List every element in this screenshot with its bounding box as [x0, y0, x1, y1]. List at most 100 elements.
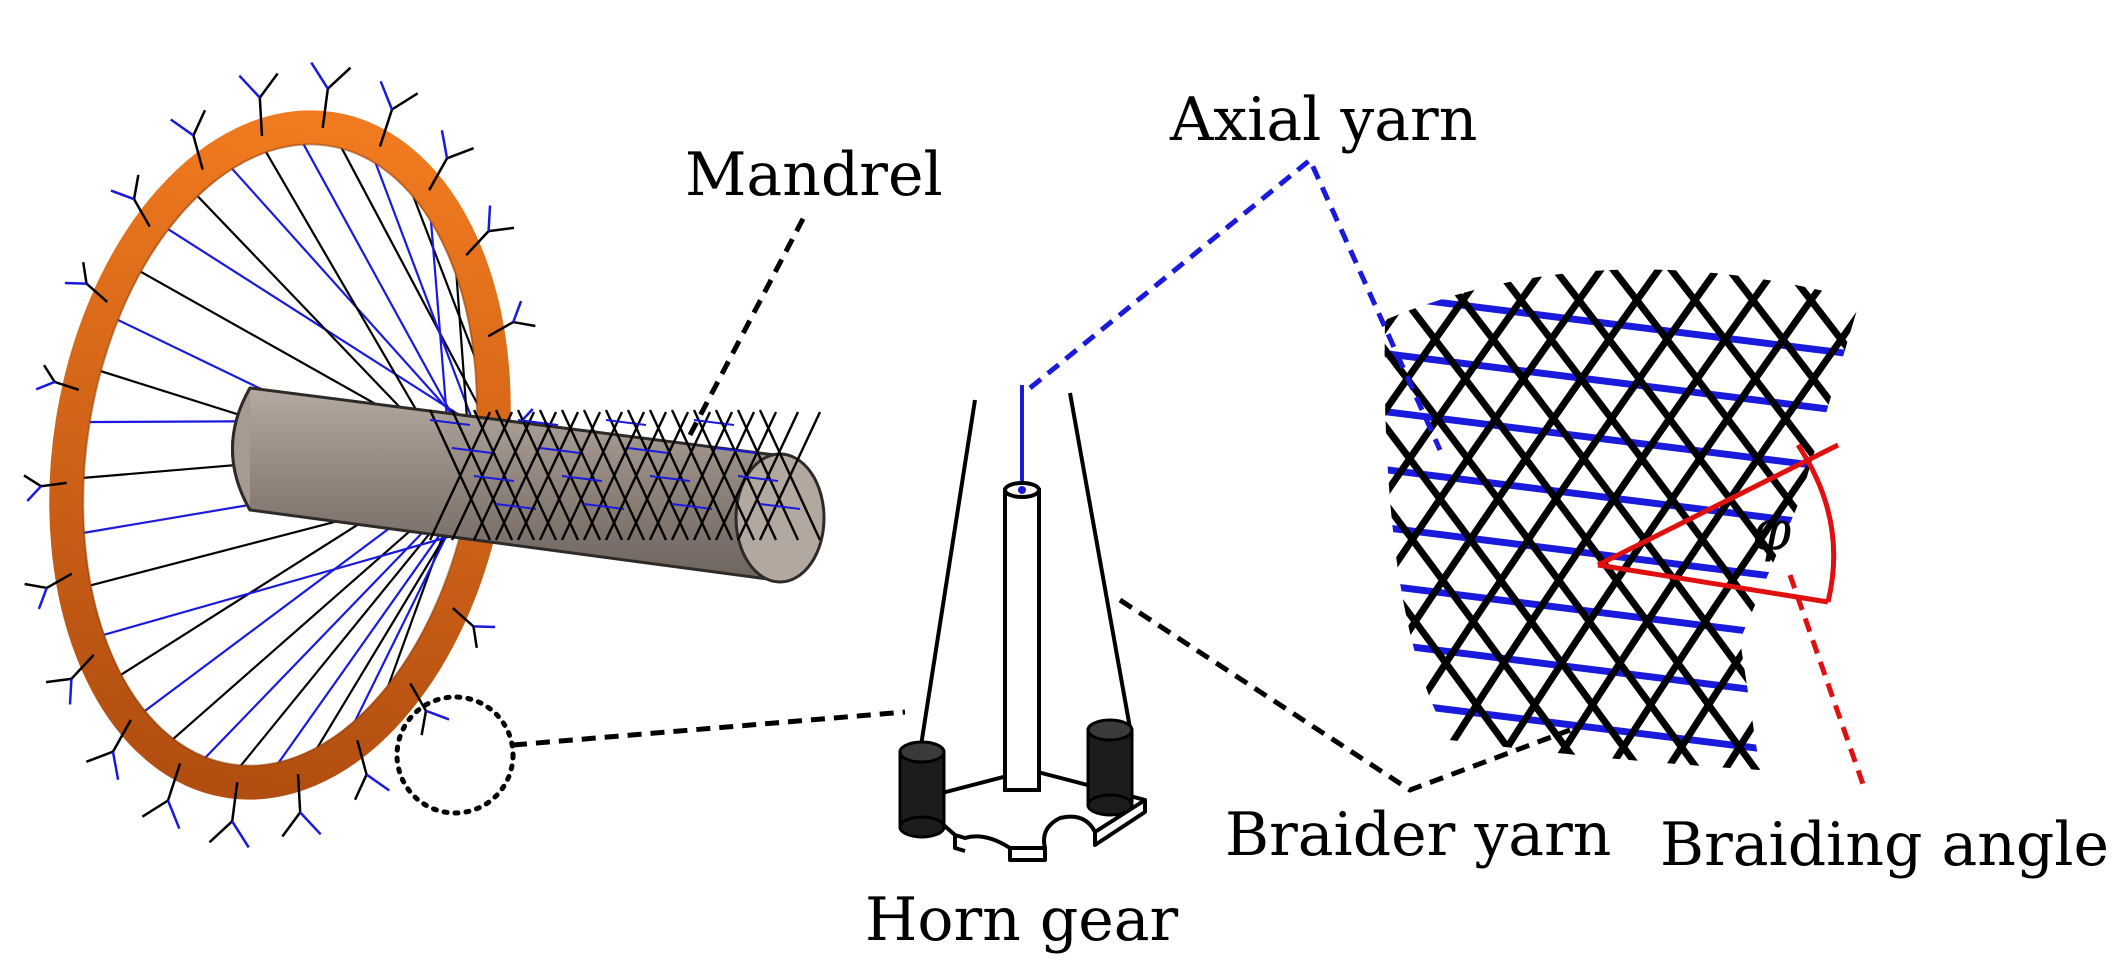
braider-yarn-strand — [1938, 240, 2113, 800]
axial-yarn-label: Axial yarn — [1169, 85, 1477, 155]
horn-gear-plate-side — [953, 800, 1147, 862]
braider-yarn-strand — [1471, 269, 1857, 770]
yarn-carrier-icon — [353, 740, 390, 801]
yarn-carrier-icon — [64, 262, 109, 303]
yarn-carrier-icon — [281, 774, 322, 838]
braider-yarn-strand — [1529, 269, 1860, 770]
mandrel-leader — [687, 213, 808, 437]
braider-yarn-strand — [1938, 240, 2113, 800]
axial-yarn-strand — [759, 503, 801, 510]
braid-strand — [758, 411, 822, 541]
axial-yarn-strand — [427, 189, 452, 457]
axial-yarn-strand — [192, 503, 451, 772]
axial-yarn-strand — [517, 419, 559, 426]
braiding-angle-marker — [1596, 442, 1840, 605]
axial-yarn-strand — [451, 447, 493, 454]
braider-yarn-strand — [1703, 269, 1860, 770]
yarn-carrier-icon — [451, 607, 496, 648]
braid-strand — [670, 411, 734, 541]
yarn-carrier-icon — [85, 719, 132, 780]
braider-yarn-strand — [1587, 269, 1860, 770]
braider-yarn-strand — [1384, 269, 1451, 770]
yarn-carrier-icon — [378, 80, 419, 147]
axial-yarn-strand — [583, 503, 625, 510]
braid-strand — [560, 411, 624, 541]
braider-yarn-strand — [1761, 269, 1860, 770]
axial-yarn-strand — [539, 447, 581, 454]
horn-gear-detail — [898, 385, 1147, 862]
braid-strand — [604, 411, 668, 541]
braider-yarn-strand — [1819, 269, 1860, 770]
braider-yarn-strand — [1996, 240, 2113, 800]
yarn-carrier-icon — [141, 763, 182, 830]
braid-strand — [736, 411, 800, 541]
yarn-carrier-icon — [428, 130, 475, 191]
braider-yarn-strand — [1384, 269, 1549, 770]
yarn-carrier-left — [898, 740, 946, 839]
yarn-carrier-icon — [45, 654, 95, 705]
braid-strand — [428, 411, 492, 541]
braid-strand — [648, 411, 712, 541]
braider-yarn-strand — [1880, 240, 2113, 800]
braid-strand — [472, 411, 536, 541]
axial-yarn-strand — [293, 127, 469, 445]
braider-yarn-strand — [1819, 269, 1860, 770]
braider-yarn-strand — [1384, 269, 1723, 770]
detail-circle — [394, 694, 516, 816]
braid-strand — [494, 411, 558, 541]
braiding-machine — [23, 61, 826, 849]
braider-yarn-strand — [1529, 269, 1860, 770]
braider-yarn-strand — [330, 128, 487, 421]
braider-yarn-strand — [1587, 269, 1860, 770]
axial-yarn-strand — [153, 219, 487, 433]
braid-strand — [516, 411, 580, 541]
braider-yarn-strand — [1384, 269, 1741, 770]
braider-yarn-leader — [1118, 597, 1571, 793]
yarn-carrier-icon — [110, 174, 151, 228]
braider-yarn-strand — [1384, 269, 1393, 770]
yarn-carrier-icon — [24, 572, 73, 610]
mandrel-braid — [428, 409, 822, 541]
yarn-carrier-icon — [23, 474, 67, 502]
yarn-carrier-icon — [487, 300, 536, 338]
axial-yarn-strand — [605, 419, 647, 426]
braider-yarn-label: Braider yarn — [1225, 800, 1611, 870]
braider-yarn-strand — [1384, 269, 1683, 770]
yarn-carrier-icon — [310, 61, 352, 129]
braider-yarn-strand — [1384, 269, 1567, 770]
braider-yarn-right — [1068, 392, 1132, 729]
yarn-carrier-icon — [208, 781, 250, 849]
angle-symbol: φ — [1752, 499, 1791, 564]
yarn-carrier-icon — [465, 205, 515, 256]
yarn-carrier-icon — [35, 364, 80, 391]
braider-yarn-strand — [1413, 269, 1799, 770]
axial-yarn-strand — [693, 419, 735, 426]
braider-yarn-strand — [1880, 240, 2113, 800]
axial-yarn-strand — [627, 447, 669, 454]
mandrel — [231, 386, 826, 584]
braider-yarn-strand — [1645, 269, 1860, 770]
axial-yarn-strand — [561, 475, 603, 482]
axial-yarn-strand — [737, 475, 779, 482]
center-tube — [1003, 481, 1041, 792]
braiding-angle-leader — [1787, 574, 1868, 791]
axial-yarn-strand — [715, 447, 757, 454]
horn-gear-label: Horn gear — [865, 885, 1179, 955]
braid-strand — [692, 411, 756, 541]
braider-yarn-strand — [1384, 269, 1625, 770]
yarn-carrier-icon — [409, 682, 450, 736]
yarn-carrier-icon — [238, 72, 279, 136]
leader-lines — [512, 156, 1868, 793]
braiding-angle-label: Braiding angle — [1660, 810, 2109, 880]
braider-yarn-strand — [1384, 269, 1433, 770]
braider-yarn-strand — [1384, 269, 1607, 770]
braider-yarn-strand — [1384, 269, 1665, 770]
braider-yarn-strand — [2054, 240, 2113, 800]
axial-yarn-leader — [1028, 156, 1443, 452]
axial-yarn-strand — [649, 475, 691, 482]
braider-yarn-strand — [2054, 240, 2113, 800]
braider-yarn-strand — [1384, 269, 1509, 770]
axial-yarn-strand — [671, 503, 713, 510]
axial-yarn-strand — [1384, 344, 1860, 422]
